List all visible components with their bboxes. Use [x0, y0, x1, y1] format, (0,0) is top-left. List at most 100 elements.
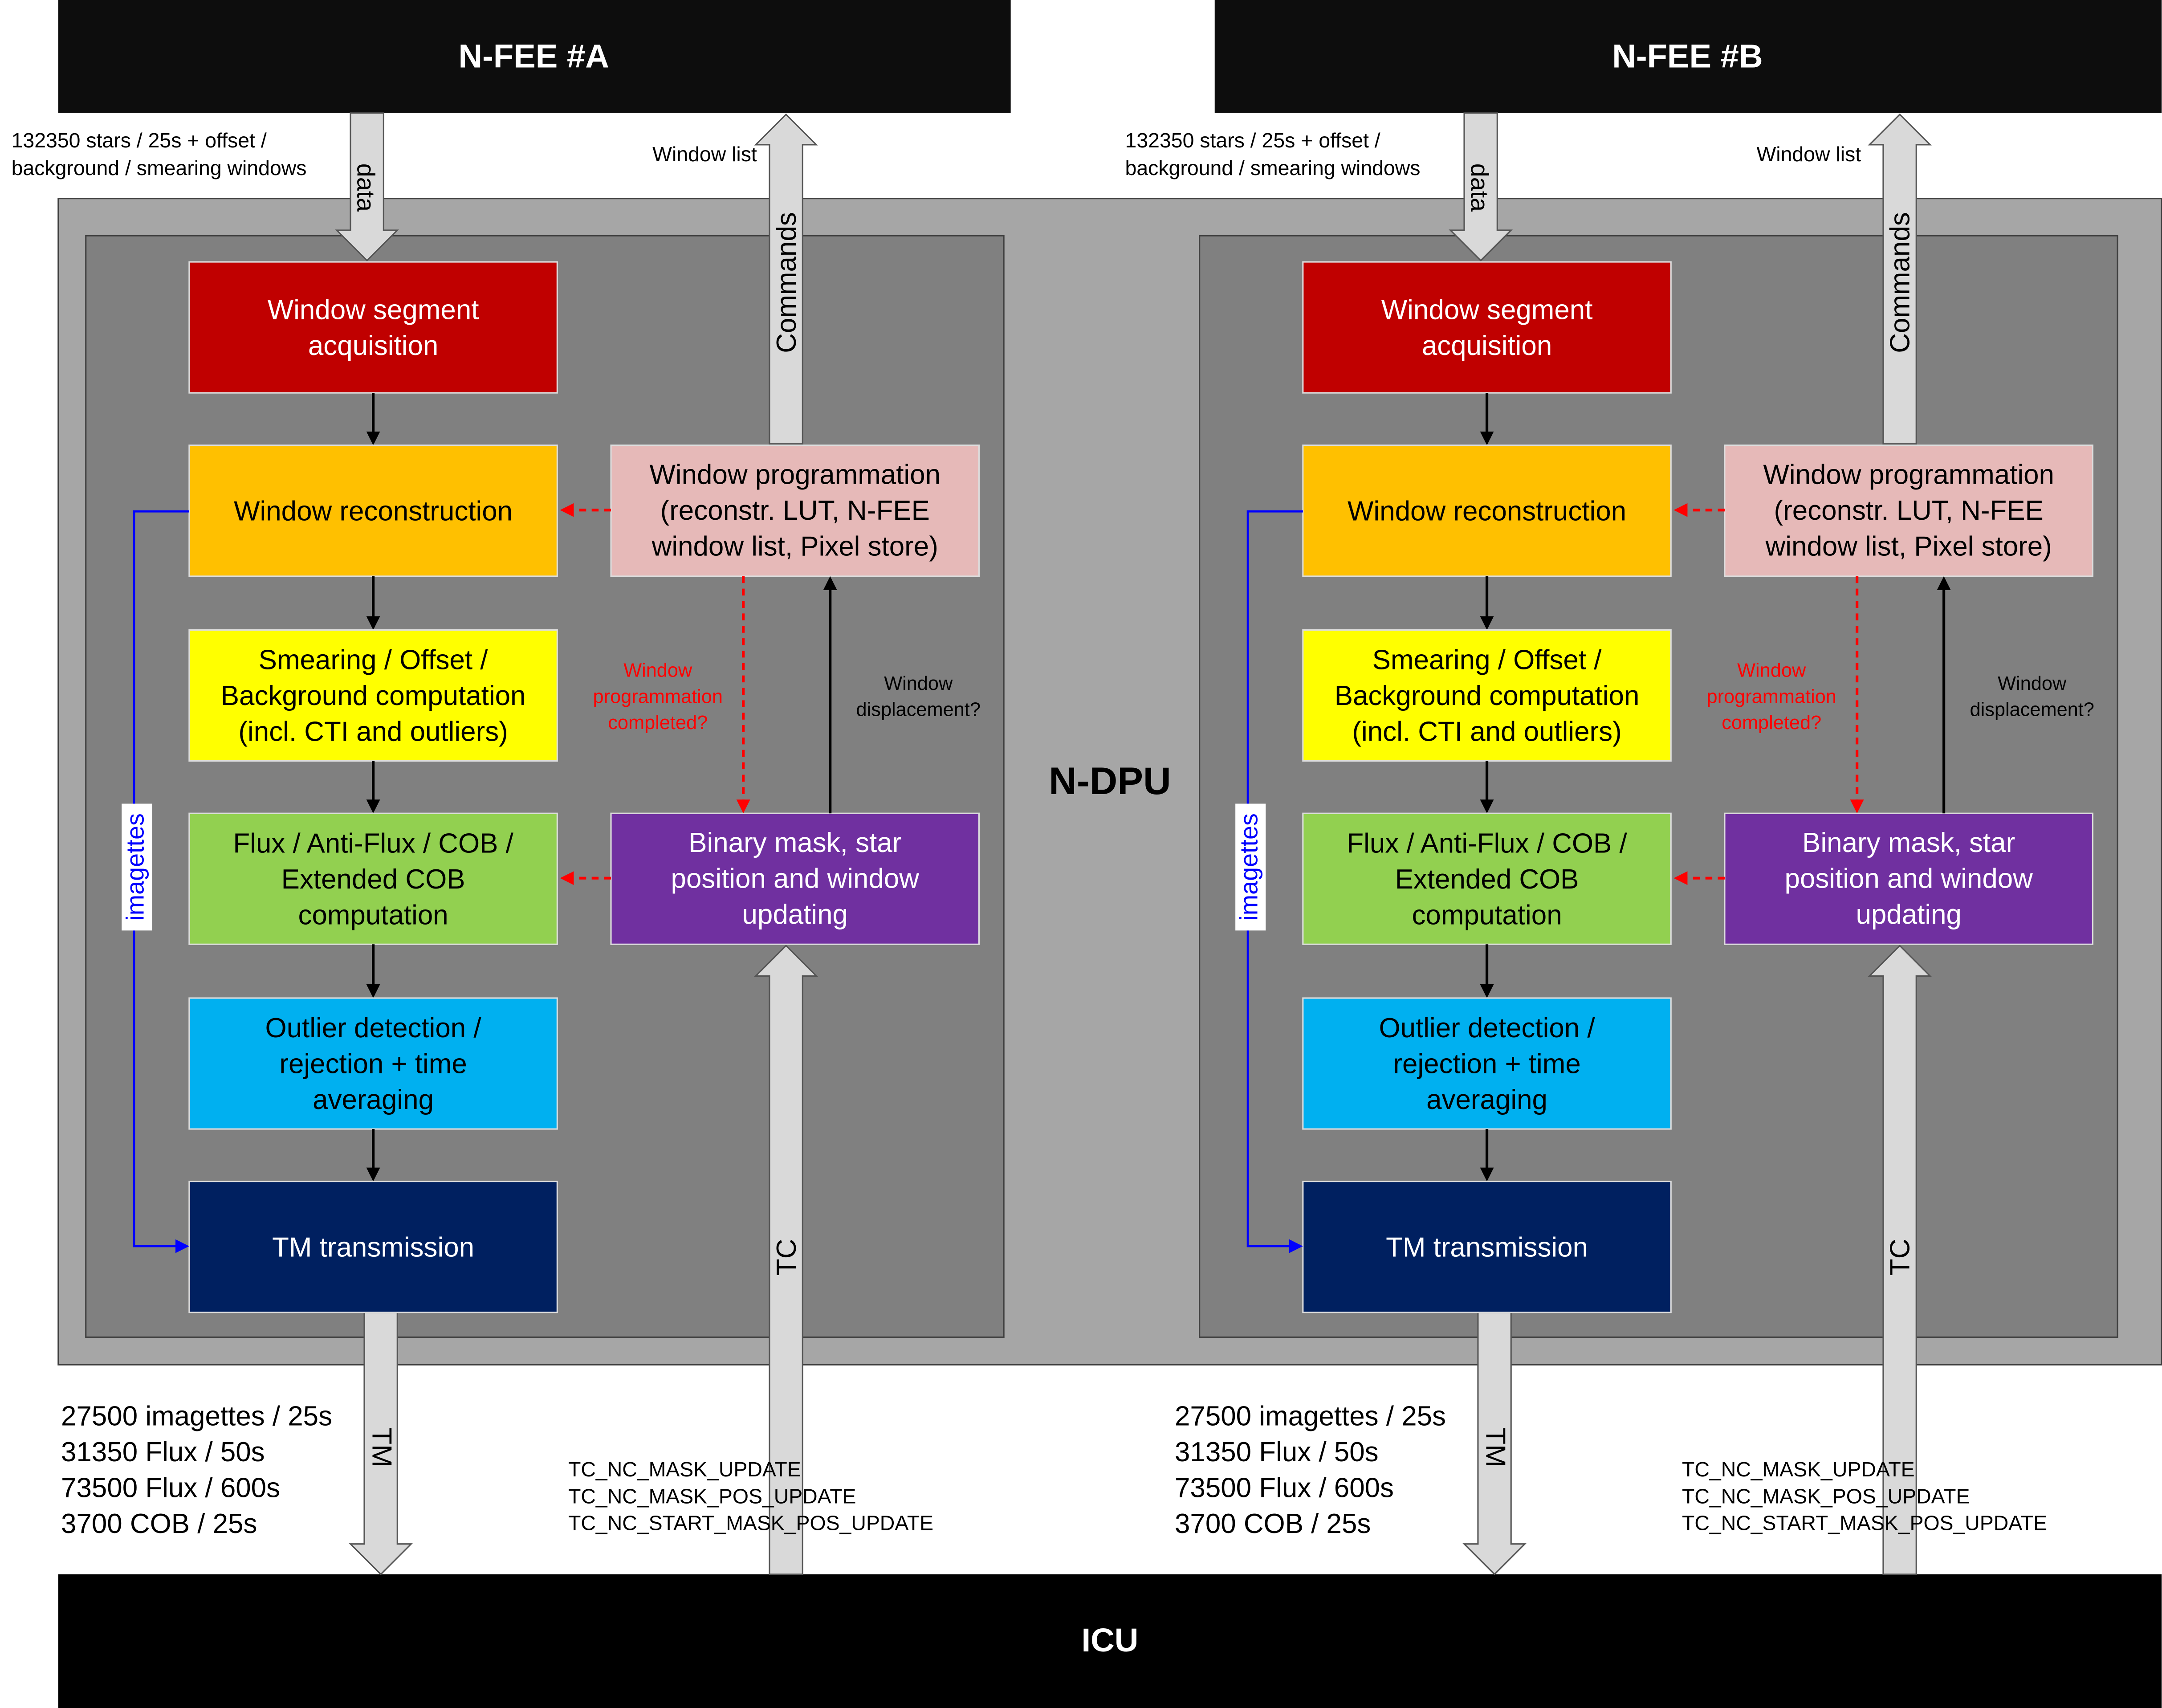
outlier-line: Outlier detection /	[1379, 1013, 1596, 1044]
imagettes-label-bg	[122, 803, 152, 931]
ndpu-label: N-DPU	[1049, 760, 1171, 803]
imagettes-label: imagettes	[1235, 813, 1263, 921]
input-note: 132350 stars / 25s + offset /	[12, 129, 267, 152]
tm-arrow	[349, 1312, 413, 1575]
programmation-line: window list, Pixel store)	[1765, 531, 2052, 562]
programmation-line: Window programmation	[1763, 459, 2054, 490]
outlier-box	[1302, 997, 1672, 1130]
icu-label: ICU	[1082, 1622, 1139, 1659]
data-arrow	[1449, 112, 1513, 262]
flux-line: Flux / Anti-Flux / COB /	[233, 828, 513, 859]
smearing-line: (incl. CTI and outliers)	[1352, 717, 1621, 747]
tm-arrow-label: TM	[366, 1427, 397, 1467]
chain-frame	[85, 235, 1005, 1338]
programmation-completed-label-line: programmation	[1707, 686, 1836, 707]
binary-mask-line: position and window	[671, 863, 920, 894]
programmation-line: (reconstr. LUT, N-FEE	[1774, 495, 2044, 526]
smearing-line: Background computation	[221, 681, 526, 711]
output-stat: 73500 Flux / 600s	[1175, 1472, 1394, 1503]
outlier-line: averaging	[313, 1084, 434, 1115]
acquisition-box	[188, 261, 558, 394]
tm-box	[188, 1181, 558, 1313]
tc-command: TC_NC_MASK_UPDATE	[568, 1458, 801, 1481]
output-stat: 27500 imagettes / 25s	[61, 1401, 332, 1431]
tm-block: TM transmission	[1302, 1181, 1672, 1313]
processing-chain-b: N-FEE #B 132350 stars / 25s + offset / bac…	[1125, 0, 2162, 1575]
binary-mask-line: Binary mask, star	[1802, 828, 2015, 858]
acquisition-box	[1302, 261, 1672, 394]
acquisition-line: Window segment	[268, 295, 479, 326]
input-note: background / smearing windows	[12, 156, 307, 179]
smearing-line: Background computation	[1335, 681, 1640, 711]
output-stat: 3700 COB / 25s	[61, 1508, 257, 1539]
programmation-block: Window programmation(reconstr. LUT, N-FE…	[610, 444, 980, 577]
acquisition-line: acquisition	[308, 330, 438, 361]
commands-arrow	[754, 113, 818, 445]
flux-block: Flux / Anti-Flux / COB / Extended COB comp…	[1302, 812, 1672, 945]
data-arrow-label: data	[1466, 163, 1493, 212]
flux-line: computation	[298, 900, 448, 930]
data-arrow-label: data	[352, 163, 380, 212]
reconstruction-box	[188, 444, 558, 577]
input-note: 132350 stars / 25s + offset /	[1125, 129, 1380, 152]
output-stat: 31350 Flux / 50s	[1175, 1437, 1379, 1467]
n-fee-block	[1214, 0, 2162, 113]
window-list-label: Window list	[1756, 143, 1861, 166]
imagettes-label: imagettes	[122, 813, 149, 921]
tm-line: TM transmission	[1386, 1232, 1588, 1263]
smearing-block: Smearing / Offset /Background computatio…	[188, 629, 558, 762]
output-stat: 31350 Flux / 50s	[61, 1437, 265, 1467]
programmation-completed-label-line: programmation	[593, 686, 723, 707]
tc-command: TC_NC_START_MASK_POS_UPDATE	[1682, 1512, 2047, 1535]
window-displacement-label-line: Window	[884, 673, 953, 694]
tc-command: TC_NC_MASK_POS_UPDATE	[568, 1484, 856, 1508]
reconstruction-block: Window reconstruction	[1302, 444, 1672, 577]
smearing-box	[188, 629, 558, 762]
tc-arrow-label: TC	[1885, 1239, 1916, 1276]
window-displacement-label-line: displacement?	[856, 699, 981, 721]
smearing-line: (incl. CTI and outliers)	[238, 717, 508, 747]
tm-arrow	[1462, 1312, 1527, 1575]
reconstruction-line: Window reconstruction	[234, 496, 513, 526]
n-fee-label: N-FEE #A	[459, 38, 609, 75]
output-stat: 27500 imagettes / 25s	[1175, 1401, 1446, 1431]
acquisition-line: acquisition	[1422, 330, 1552, 361]
n-fee-label: N-FEE #B	[1612, 38, 1763, 75]
smearing-block: Smearing / Offset / Background computatio…	[1302, 629, 1672, 762]
programmation-line: window list, Pixel store)	[651, 531, 938, 562]
programmation-completed-label-line: completed?	[608, 712, 708, 734]
tm-block: TM transmission	[188, 1181, 558, 1313]
binary-mask-line: updating	[742, 899, 847, 930]
acquisition-line: Window segment	[1381, 295, 1593, 326]
outlier-block: Outlier detection /rejection + timeavera…	[188, 997, 558, 1130]
flux-line: Extended COB	[1395, 864, 1579, 895]
tm-line: TM transmission	[272, 1232, 474, 1263]
acquisition-block: Window segment acquisition	[188, 261, 558, 394]
tm-arrow-label: TM	[1480, 1427, 1511, 1467]
smearing-line: Smearing / Offset /	[1372, 645, 1602, 676]
programmation-completed-label-line: completed?	[1722, 712, 1821, 734]
reconstruction-block: Window reconstruction	[188, 444, 558, 577]
output-stat: 3700 COB / 25s	[1175, 1508, 1371, 1539]
tc-command: TC_NC_MASK_POS_UPDATE	[1682, 1484, 1970, 1508]
flux-line: Flux / Anti-Flux / COB /	[1347, 828, 1627, 859]
programmation-box	[1724, 444, 2093, 577]
outlier-line: rejection + time	[1393, 1049, 1580, 1080]
imagettes-label-bg	[1235, 803, 1266, 931]
programmation-completed-label-line: Window	[623, 660, 692, 681]
commands-arrow-label: Commands	[771, 212, 802, 353]
programmation-box	[610, 444, 980, 577]
window-displacement-label-line: Window	[1998, 673, 2067, 694]
tc-arrow	[754, 945, 818, 1575]
icu-block	[58, 1574, 2162, 1708]
binary-mask-box	[610, 812, 980, 945]
outlier-block: Outlier detection /rejection + timeavera…	[1302, 997, 1672, 1130]
binary-mask-line: position and window	[1784, 863, 2033, 894]
programmation-block: Window programmation (reconstr. LUT, N-FE…	[1724, 444, 2093, 577]
flux-line: computation	[1412, 900, 1562, 930]
flux-line: Extended COB	[281, 864, 465, 895]
input-note: background / smearing windows	[1125, 156, 1421, 179]
